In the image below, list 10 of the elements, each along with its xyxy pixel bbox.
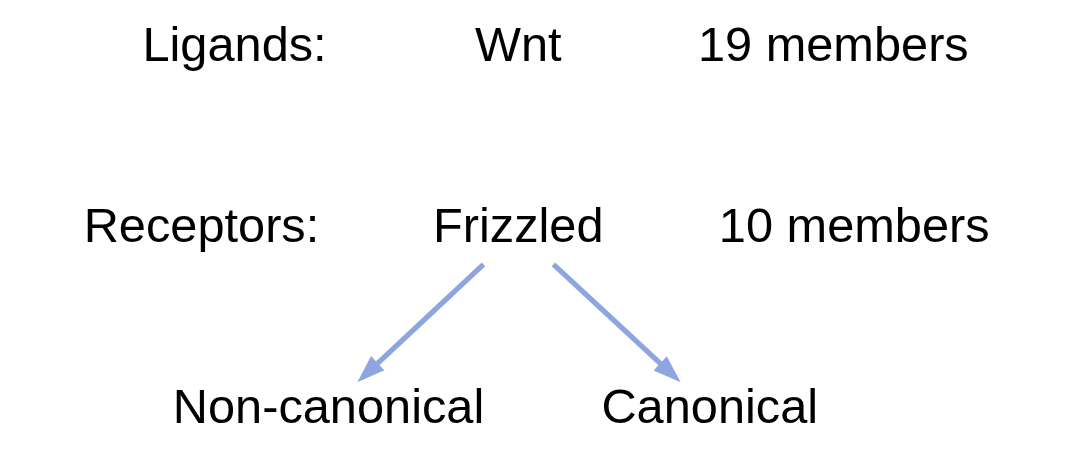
node-text: Frizzled — [433, 198, 604, 253]
node-text: Non-canonical — [172, 379, 485, 434]
node-text: Canonical — [601, 379, 819, 434]
arrow — [357, 262, 486, 383]
label: Wnt — [474, 16, 562, 71]
arrow — [551, 262, 681, 383]
label: Receptors: — [83, 198, 320, 253]
label: 19 members — [697, 16, 969, 71]
label: 10 members — [718, 198, 990, 253]
label: Ligands: — [142, 16, 327, 71]
